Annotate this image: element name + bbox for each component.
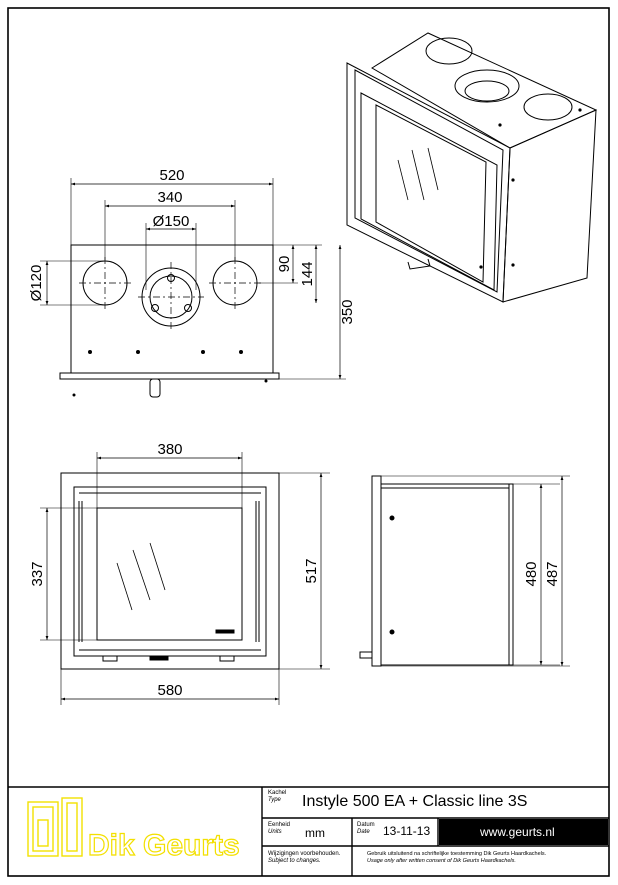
usage-note: Gebruik uitsluitend na schriftelijke toe… bbox=[367, 851, 546, 864]
front-glass bbox=[96, 507, 243, 641]
changes-note-nl: Wijzigingen voorbehouden. bbox=[268, 851, 341, 857]
dim-front-height: 517 bbox=[303, 558, 320, 583]
model-name: Instyle 500 EA + Classic line 3S bbox=[302, 793, 528, 810]
changes-note: Wijzigingen voorbehouden. Subject to cha… bbox=[268, 851, 340, 864]
units-value: mm bbox=[305, 826, 325, 840]
type-label-en: Type bbox=[268, 796, 281, 803]
date-label-en: Date bbox=[357, 828, 370, 835]
dim-top-offset-90: 90 bbox=[276, 256, 293, 273]
drawing-frame bbox=[7, 7, 610, 877]
logo-text: Dik Geurts bbox=[88, 829, 240, 862]
dim-side-inner-height: 480 bbox=[523, 561, 540, 586]
side-front-frame bbox=[371, 475, 382, 667]
isometric-view bbox=[346, 32, 598, 303]
dim-side-outer-height: 487 bbox=[544, 561, 561, 586]
top-view bbox=[40, 178, 346, 398]
front-frame-inner bbox=[73, 486, 267, 657]
iso-side-face bbox=[502, 109, 597, 303]
usage-note-nl: Gebruik uitsluitend na schriftelijke toe… bbox=[367, 851, 547, 857]
usage-note-en: Usage only after written consent of Dik … bbox=[367, 857, 516, 864]
dim-top-depth: 350 bbox=[339, 299, 356, 324]
iso-hole-center bbox=[454, 69, 520, 103]
top-view-body bbox=[70, 244, 274, 374]
date-label-nl: Datum bbox=[357, 822, 375, 828]
units-label-en: Units bbox=[268, 828, 282, 835]
top-view-handle bbox=[149, 378, 161, 398]
front-logo-plate bbox=[215, 629, 235, 634]
website-link[interactable]: www.geurts.nl bbox=[480, 825, 555, 839]
date-label: Datum Date bbox=[357, 822, 375, 835]
website-bar bbox=[439, 819, 608, 845]
dim-top-center-hole: Ø150 bbox=[153, 213, 190, 230]
top-view-front-frame bbox=[59, 372, 280, 380]
logo-mark bbox=[27, 797, 83, 857]
iso-hole-right bbox=[523, 93, 573, 121]
dim-top-offset-144: 144 bbox=[299, 261, 316, 286]
iso-front-frame bbox=[346, 62, 511, 303]
side-view bbox=[359, 475, 570, 667]
front-frame-outer bbox=[60, 472, 280, 670]
changes-note-en: Subject to changes. bbox=[268, 857, 321, 864]
iso-glass bbox=[375, 104, 487, 283]
type-label: Kachel Type bbox=[268, 790, 286, 803]
iso-top-face bbox=[371, 32, 598, 149]
type-label-nl: Kachel bbox=[268, 790, 287, 796]
iso-hole-left bbox=[425, 37, 473, 65]
title-block bbox=[8, 786, 609, 876]
units-label-nl: Eenheid bbox=[268, 822, 291, 828]
side-body bbox=[380, 483, 510, 666]
dim-top-side-hole: Ø120 bbox=[28, 265, 45, 302]
units-label: Eenheid Units bbox=[268, 822, 290, 835]
dim-front-glass-width: 380 bbox=[157, 441, 182, 458]
dim-front-width: 580 bbox=[157, 682, 182, 699]
date-value: 13-11-13 bbox=[383, 824, 431, 838]
dim-top-width: 520 bbox=[159, 167, 184, 184]
front-view bbox=[40, 452, 330, 705]
dim-front-glass-height: 337 bbox=[29, 561, 46, 586]
dim-top-hole-spacing: 340 bbox=[157, 189, 182, 206]
